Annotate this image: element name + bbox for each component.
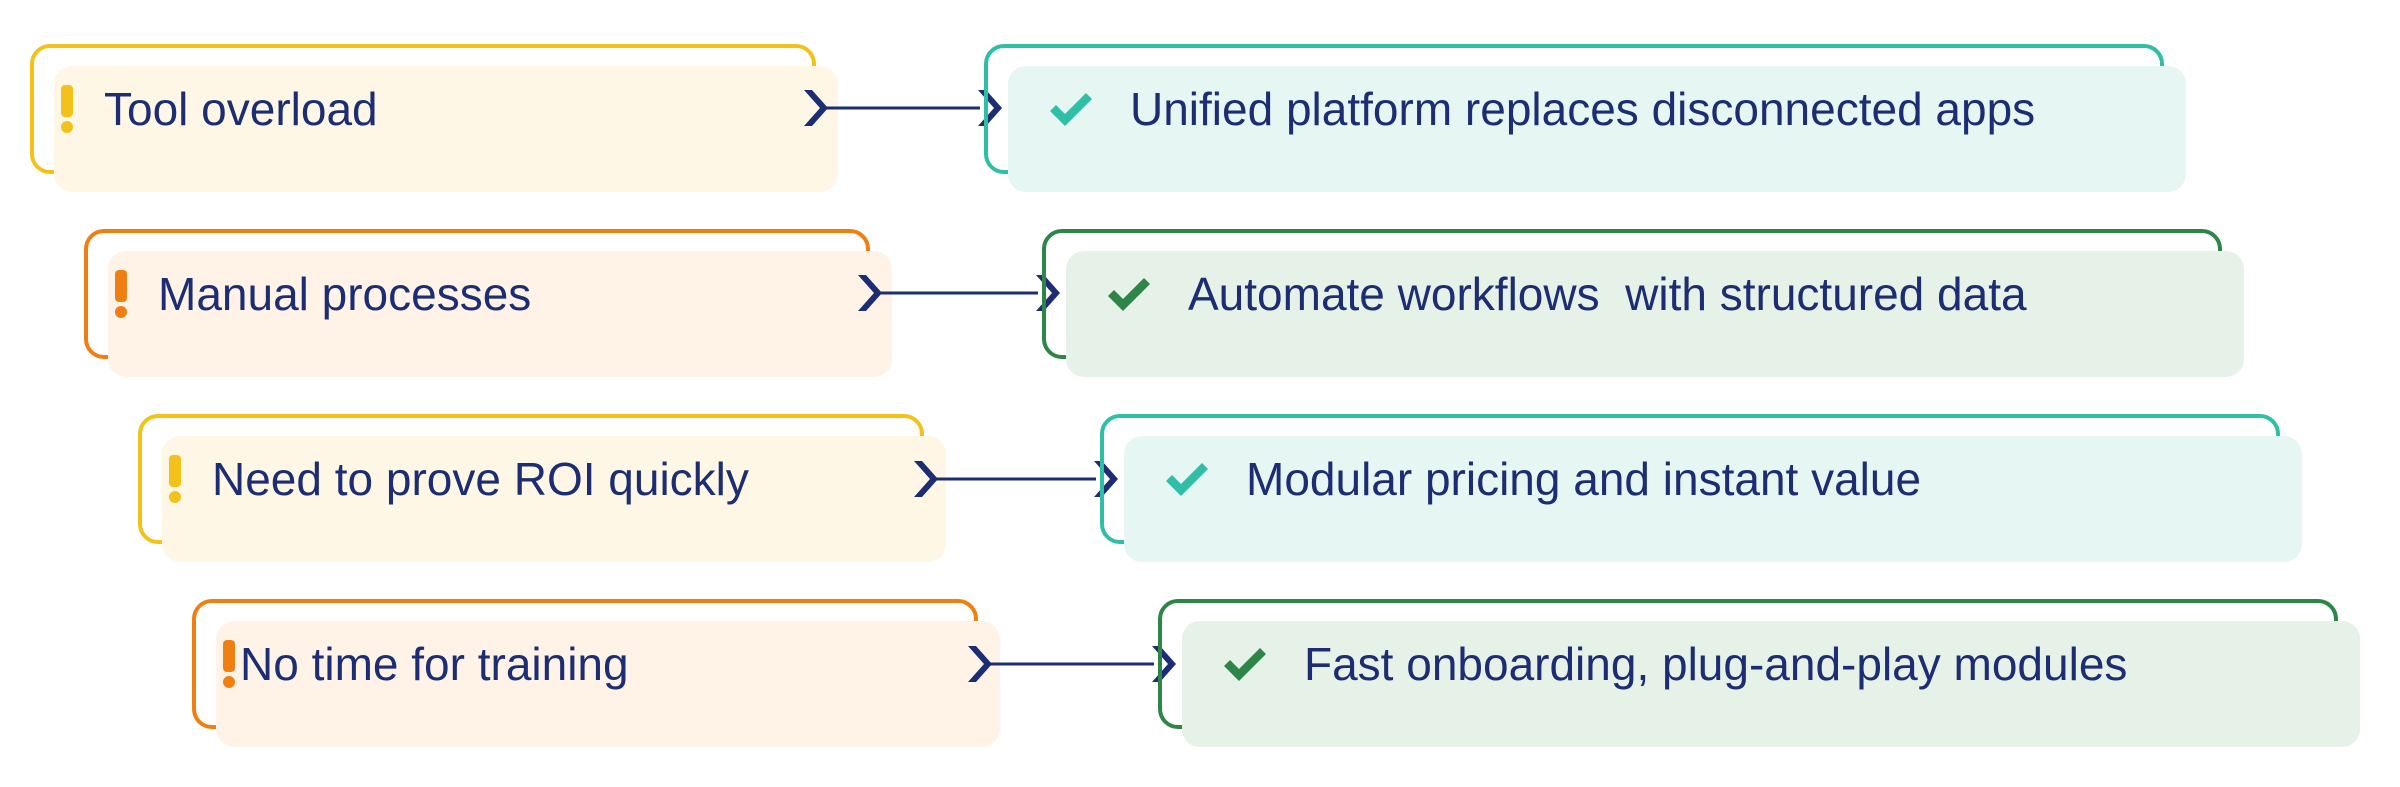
exclamation-icon (223, 640, 235, 688)
problem-box-2: Manual processes (84, 229, 892, 377)
arrow-connector-4 (964, 644, 1180, 684)
arrow-connector-3 (910, 459, 1122, 499)
solution-text-4: Fast onboarding, plug-and-play modules (1304, 638, 2128, 690)
exclamation-icon (169, 455, 181, 503)
solution-box-2: Automate workflows with structured data (1042, 229, 2244, 377)
check-icon (1166, 463, 1208, 496)
problem-content: Tool overload (34, 82, 378, 136)
solution-content: Fast onboarding, plug-and-play modules (1162, 637, 2127, 691)
problem-content: Manual processes (88, 267, 531, 321)
problem-box-3: Need to prove ROI quickly (138, 414, 946, 562)
solution-text-2: Automate workflows with structured data (1188, 268, 2027, 320)
solution-box-4: Fast onboarding, plug-and-play modules (1158, 599, 2360, 747)
arrow-connector-2 (854, 273, 1064, 313)
solution-content: Unified platform replaces disconnected a… (988, 82, 2035, 136)
check-icon (1108, 278, 1150, 311)
problem-text-3: Need to prove ROI quickly (212, 453, 749, 505)
problem-text-4: No time for training (240, 638, 629, 690)
problem-text-1: Tool overload (104, 83, 378, 135)
solution-content: Modular pricing and instant value (1104, 452, 1921, 506)
arrow-connector-1 (800, 88, 1006, 128)
exclamation-icon (115, 270, 127, 318)
solution-box-shadow (1124, 436, 2302, 562)
solution-box-shadow (1066, 251, 2244, 377)
problem-box-shadow (216, 621, 1000, 747)
solution-box-shadow (1182, 621, 2360, 747)
problem-box-shadow (54, 66, 838, 192)
solution-text-1: Unified platform replaces disconnected a… (1130, 83, 2036, 135)
solution-content: Automate workflows with structured data (1046, 267, 2027, 321)
problem-text-2: Manual processes (158, 268, 532, 320)
check-icon (1050, 93, 1092, 126)
solution-box-3: Modular pricing and instant value (1100, 414, 2302, 562)
check-icon (1224, 648, 1266, 681)
solution-box-shadow (1008, 66, 2186, 192)
solution-text-3: Modular pricing and instant value (1246, 453, 1922, 505)
solution-box-1: Unified platform replaces disconnected a… (984, 44, 2186, 192)
problem-box-1: Tool overload (30, 44, 838, 192)
problem-box-shadow (162, 436, 946, 562)
problem-box-4: No time for training (192, 599, 1000, 747)
problem-content: No time for training (196, 637, 629, 691)
problem-box-shadow (108, 251, 892, 377)
exclamation-icon (61, 85, 73, 133)
problem-content: Need to prove ROI quickly (142, 452, 749, 506)
